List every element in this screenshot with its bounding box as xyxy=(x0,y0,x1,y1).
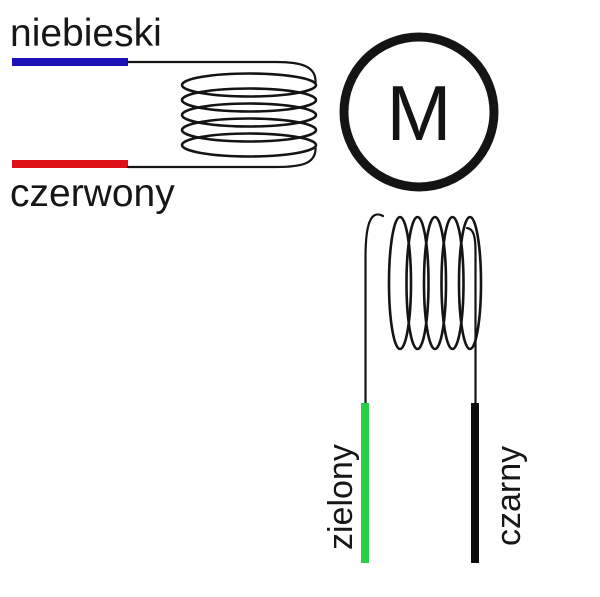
winding-a-top-lead xyxy=(126,60,317,85)
winding-b-turn xyxy=(440,215,465,351)
red-wire xyxy=(12,160,128,168)
winding-b-right-lead xyxy=(465,226,477,406)
winding-b-turn xyxy=(387,215,413,351)
winding-a-turn xyxy=(180,87,318,113)
winding-a-turn xyxy=(180,117,318,143)
black-wire xyxy=(471,403,479,563)
motor-symbol: M xyxy=(386,68,452,157)
winding-a-turn xyxy=(180,132,318,158)
winding-b-turn xyxy=(422,215,448,351)
winding-a-turn xyxy=(180,102,318,128)
blue-wire xyxy=(12,58,128,66)
winding-b-turn xyxy=(457,215,483,351)
label-czerwony: czerwony xyxy=(10,172,175,215)
winding-a-bottom-lead xyxy=(126,145,317,169)
label-czarny: czarny xyxy=(490,445,528,546)
winding-b-turn xyxy=(405,215,430,351)
line-work xyxy=(126,32,499,406)
motor-circle xyxy=(339,32,499,192)
green-wire xyxy=(361,403,369,563)
label-zielony: zielony xyxy=(322,444,360,550)
label-niebieski: niebieski xyxy=(10,12,162,55)
winding-a-turn xyxy=(180,72,318,98)
winding-b-left-lead xyxy=(364,213,385,406)
